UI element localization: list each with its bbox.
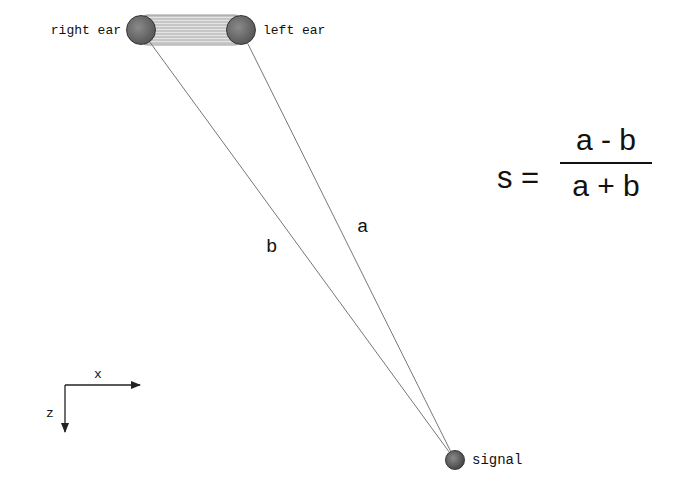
ear-circle: right ear <box>126 15 156 45</box>
distance-line <box>150 42 449 452</box>
x-axis <box>65 384 140 385</box>
distance-label: a <box>355 216 370 238</box>
distance-label: b <box>264 236 279 258</box>
formula-numerator: a - b <box>576 123 636 157</box>
distance-line <box>248 43 451 451</box>
node-label: signal <box>472 452 522 468</box>
ear-circle: left ear <box>226 15 256 45</box>
axis-label: z <box>46 406 54 421</box>
signal-source: signal <box>445 450 465 470</box>
axis-label: x <box>94 367 102 382</box>
formula-denominator: a + b <box>572 169 640 203</box>
formula-text: s = <box>497 160 539 196</box>
node-label: right ear <box>51 23 121 38</box>
z-axis <box>64 385 65 432</box>
node-label: left ear <box>263 23 325 38</box>
fraction-bar <box>560 162 652 164</box>
